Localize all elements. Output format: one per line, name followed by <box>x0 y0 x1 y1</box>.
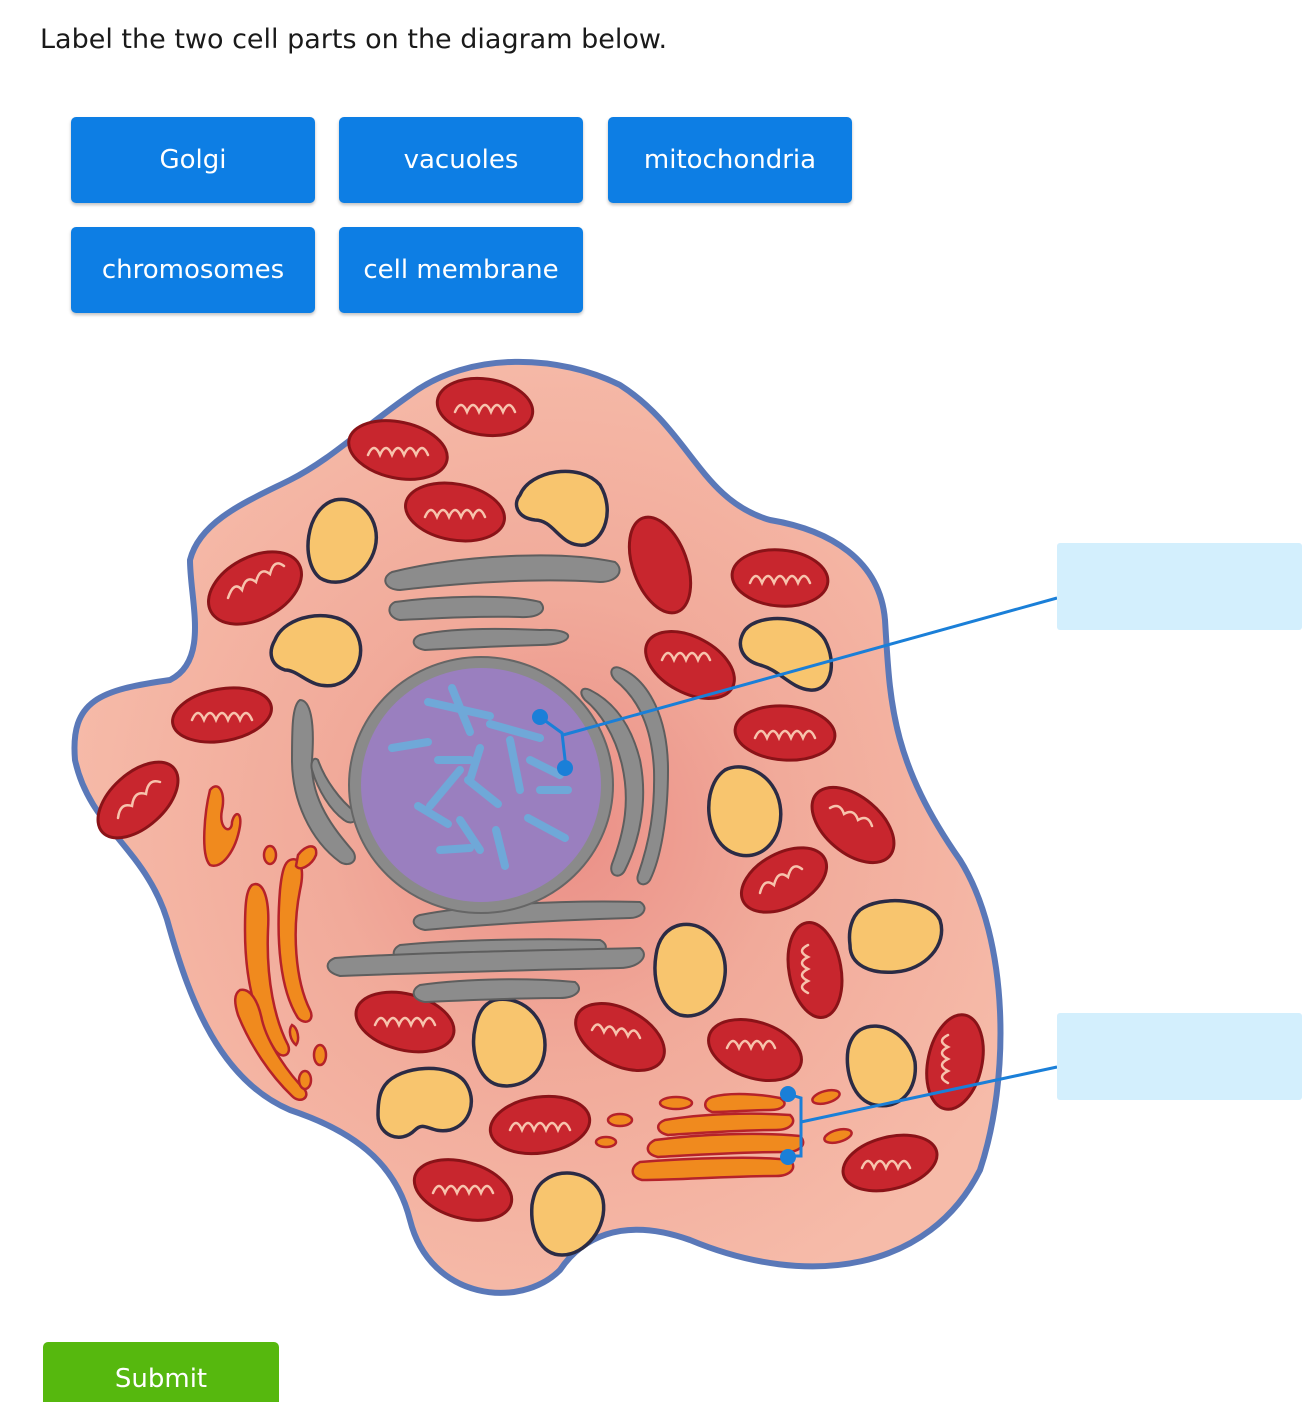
leader-dot <box>780 1086 796 1102</box>
er-group <box>202 785 853 1182</box>
leader-dot <box>557 760 573 776</box>
mitochondria-cristae <box>116 403 951 1197</box>
nucleus <box>348 656 614 914</box>
drop-target-lower[interactable] <box>1057 1013 1302 1100</box>
drop-target-upper[interactable] <box>1057 543 1302 630</box>
word-tile-mitochondria[interactable]: mitochondria <box>608 117 852 203</box>
mitochondria-group <box>96 376 985 1222</box>
word-tile-golgi[interactable]: Golgi <box>71 117 315 203</box>
submit-button[interactable]: Submit <box>43 1342 279 1402</box>
golgi-group <box>290 554 670 1004</box>
word-tile-vacuoles[interactable]: vacuoles <box>339 117 583 203</box>
leader-dot <box>780 1149 796 1165</box>
leader-dot <box>532 709 548 725</box>
leader-line-upper <box>539 596 1058 769</box>
word-tile-cell-membrane[interactable]: cell membrane <box>339 227 583 313</box>
question-prompt: Label the two cell parts on the diagram … <box>40 24 668 55</box>
chromosomes-group <box>388 684 572 870</box>
vacuoles-group <box>269 469 944 1257</box>
word-tile-chromosomes[interactable]: chromosomes <box>71 227 315 313</box>
